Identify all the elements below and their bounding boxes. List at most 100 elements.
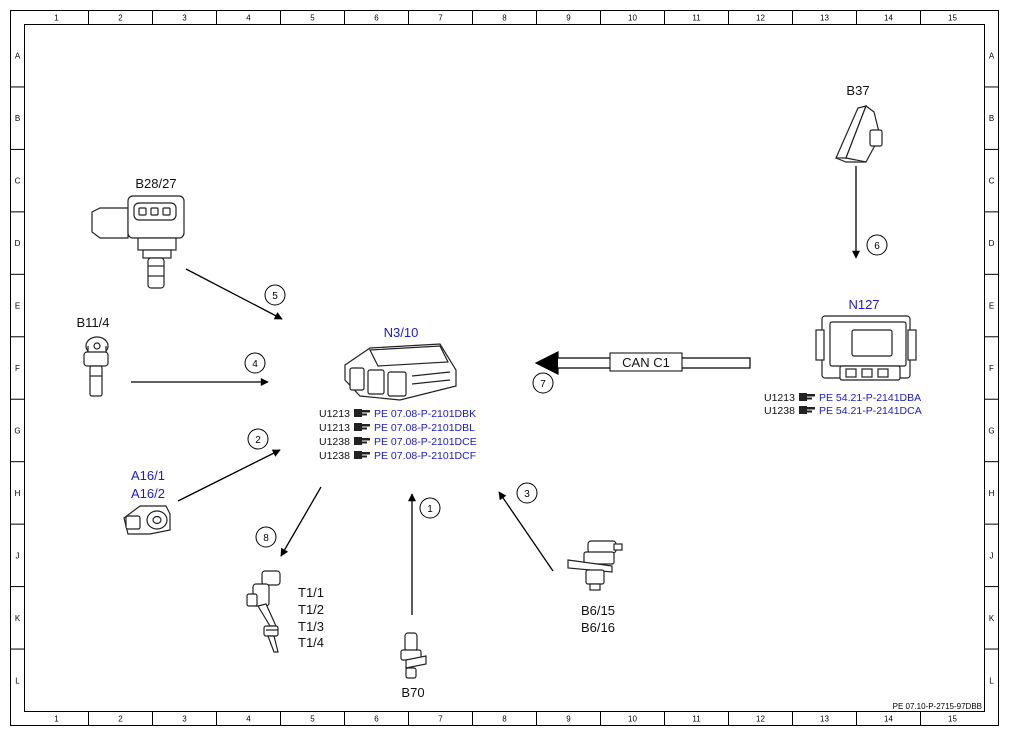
bottom-column-label-14: 14 <box>884 715 893 724</box>
right-row-label-A: A <box>989 52 995 61</box>
top-column-label-5: 5 <box>310 14 315 23</box>
signal-numbers: 5 4 2 8 1 3 7 6 <box>244 234 888 548</box>
left-row-label-E: E <box>15 302 20 311</box>
svg-text:2: 2 <box>255 435 261 446</box>
right-row-label-B: B <box>989 114 994 123</box>
n3-10-ref-row[interactable]: U1238 PE 07.08-P-2101DCF <box>319 450 476 462</box>
left-row-label-B: B <box>15 114 20 123</box>
signal-7: 7 <box>532 372 554 394</box>
t1-ignition-coils[interactable]: T1/1 T1/2 T1/3 T1/4 <box>246 570 324 653</box>
ref-code: U1238 <box>319 450 350 462</box>
arrow-3 <box>498 491 554 572</box>
ref-link[interactable]: PE 54.21-P-2141DBA <box>819 392 921 404</box>
ref-link[interactable]: PE 07.08-P-2101DCE <box>374 436 477 448</box>
bottom-column-label-12: 12 <box>756 715 765 724</box>
b28-27-label: B28/27 <box>135 176 176 191</box>
ref-code: U1213 <box>319 408 350 420</box>
right-row-label-D: D <box>989 239 995 248</box>
right-row-label-F: F <box>989 364 994 373</box>
n3-10-references: U1213 PE 07.08-P-2101DBK U1213 PE 07.08-P-2… <box>319 408 477 462</box>
ref-link[interactable]: PE 07.08-P-2101DCF <box>374 450 476 462</box>
right-row-label-C: C <box>989 177 995 186</box>
left-row-label-L: L <box>15 676 20 685</box>
n127-ref-row[interactable]: U1238 PE 54.21-P-2141DCA <box>764 405 922 417</box>
right-row-label-H: H <box>989 489 995 498</box>
n3-10-ref-row[interactable]: U1213 PE 07.08-P-2101DBL <box>319 422 475 434</box>
signal-1: 1 <box>419 497 441 519</box>
left-row-label-A: A <box>15 52 21 61</box>
pointing-hand-icon <box>354 451 370 459</box>
b28-27-sensor[interactable]: B28/27 <box>91 176 185 289</box>
signal-4: 4 <box>244 352 266 374</box>
top-column-label-6: 6 <box>374 14 379 23</box>
ref-link[interactable]: PE 07.08-P-2101DBK <box>374 408 476 420</box>
b6-15-label: B6/15 <box>581 603 615 618</box>
top-column-label-2: 2 <box>118 14 123 23</box>
a16-knock-sensors[interactable]: A16/1 A16/2 <box>123 468 171 535</box>
a16-1-label: A16/1 <box>131 468 165 483</box>
signal-8: 8 <box>255 526 277 548</box>
left-row-label-C: C <box>15 177 21 186</box>
svg-text:5: 5 <box>272 291 278 302</box>
b6-15-icon <box>567 540 623 591</box>
pointing-hand-icon <box>354 423 370 431</box>
top-column-label-8: 8 <box>502 14 507 23</box>
arrow-8 <box>280 486 322 557</box>
bottom-column-label-9: 9 <box>566 715 571 724</box>
ref-code: U1213 <box>319 422 350 434</box>
document-number: PE 07.10-P-2715-97DBB <box>893 702 982 711</box>
b11-4-label: B11/4 <box>76 315 109 330</box>
signal-2: 2 <box>247 428 269 450</box>
bottom-column-label-1: 1 <box>54 715 59 724</box>
n127-label: N127 <box>848 297 879 312</box>
can-bus-label-box <box>609 352 683 372</box>
a16-2-label: A16/2 <box>131 486 165 501</box>
b70-label: B70 <box>401 685 424 700</box>
ref-link[interactable]: PE 07.08-P-2101DBL <box>374 422 475 434</box>
top-column-label-7: 7 <box>438 14 443 23</box>
can-bus[interactable]: CAN C1 <box>534 351 751 375</box>
b11-4-icon <box>83 336 109 397</box>
left-row-label-H: H <box>15 489 21 498</box>
top-column-label-10: 10 <box>628 14 637 23</box>
arrow-5 <box>185 268 283 320</box>
bottom-column-label-3: 3 <box>182 715 187 724</box>
can-bus-arrowhead <box>536 352 558 374</box>
bottom-column-label-2: 2 <box>118 715 123 724</box>
a16-icon <box>123 505 171 535</box>
pointing-hand-icon <box>799 406 815 414</box>
ref-link[interactable]: PE 54.21-P-2141DCA <box>819 405 922 417</box>
signal-5: 5 <box>264 284 286 306</box>
bottom-column-label-11: 11 <box>692 715 701 724</box>
svg-text:7: 7 <box>540 379 546 390</box>
b6-15-sensors[interactable]: B6/15 B6/16 <box>567 540 623 635</box>
b37-label: B37 <box>846 83 869 98</box>
bottom-column-label-6: 6 <box>374 715 379 724</box>
bottom-column-label-4: 4 <box>246 715 251 724</box>
pointing-hand-icon <box>354 409 370 417</box>
t1-2-label: T1/2 <box>298 602 324 617</box>
right-row-label-E: E <box>989 302 994 311</box>
n3-10-ref-row[interactable]: U1213 PE 07.08-P-2101DBK <box>319 408 476 420</box>
signal-6: 6 <box>866 234 888 256</box>
n3-10-icon <box>344 343 457 401</box>
svg-text:8: 8 <box>263 533 269 544</box>
ref-code: U1238 <box>764 405 795 417</box>
pointing-hand-icon <box>354 437 370 445</box>
n127-icon <box>815 315 917 381</box>
t1-3-label: T1/3 <box>298 619 324 634</box>
b70-sensor[interactable]: B70 <box>400 632 427 700</box>
svg-text:1: 1 <box>427 504 433 515</box>
t1-icon <box>246 570 281 653</box>
right-row-label-G: G <box>988 426 994 435</box>
svg-text:4: 4 <box>252 359 258 370</box>
b37-pedal-sensor[interactable]: B37 <box>835 83 883 163</box>
left-row-label-K: K <box>15 614 21 623</box>
b11-4-sensor[interactable]: B11/4 <box>76 315 110 397</box>
